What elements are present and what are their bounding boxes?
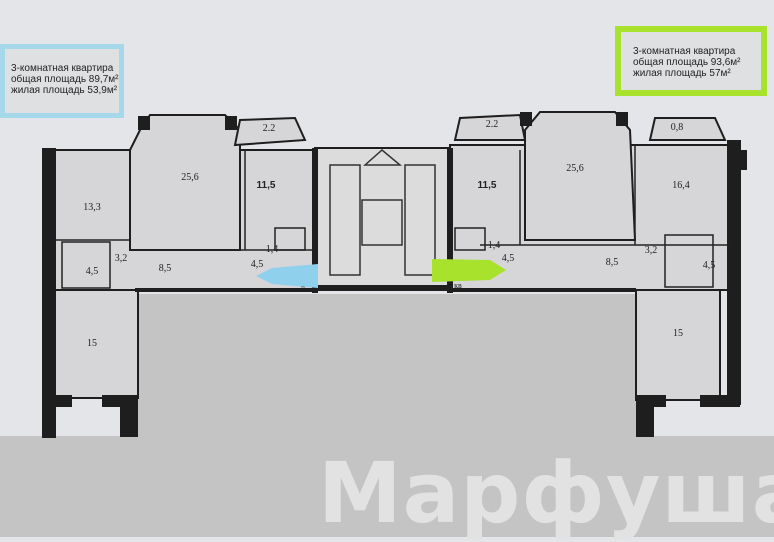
room-area: 4,5	[502, 253, 515, 264]
room-area: 11,5	[257, 180, 276, 191]
total-area: общая площадь 89,7м²	[11, 74, 119, 85]
room-area: 0,8	[671, 122, 684, 133]
rooms-left: 13,3 25,6 11,5 2.2 1,4 4,5 8,5 3,2 4,5 1…	[83, 123, 278, 349]
room-area: 15	[673, 328, 683, 339]
arrow-right-icon	[432, 259, 506, 282]
room-area: 4,5	[251, 259, 264, 270]
courtyard	[138, 294, 636, 436]
room-area: 11,5	[478, 180, 497, 191]
apartment-info-right: 3-комнатная квартира общая площадь 93,6м…	[615, 26, 767, 96]
room-area: 8,5	[159, 263, 172, 274]
stairwell	[329, 149, 436, 276]
room-area: 25,6	[566, 163, 584, 174]
living-area: жилая площадь 53,9м²	[11, 85, 118, 96]
watermark: Марфуша	[318, 444, 774, 542]
room-area: 2.2	[486, 119, 499, 130]
room-area: 1,4	[488, 240, 501, 251]
door-label-left: кв 7	[291, 285, 305, 294]
walls	[42, 112, 747, 438]
room-area: 2.2	[263, 123, 276, 134]
rooms-right: 2.2 11,5 25,6 0,8 16,4 1,4 4,5 8,5 3,2 4…	[478, 119, 716, 339]
living-area: жилая площадь 57м²	[633, 68, 731, 79]
room-area: 25,6	[181, 172, 199, 183]
room-area: 16,4	[672, 180, 690, 191]
arrow-left-icon	[256, 264, 318, 288]
apartment-title: 3-комнатная квартира	[11, 63, 114, 74]
room-area: 15	[87, 338, 97, 349]
apartment-title: 3-комнатная квартира	[633, 46, 736, 57]
room-area: 8,5	[606, 257, 619, 268]
apartment-info-left: 3-комнатная квартира общая площадь 89,7м…	[0, 44, 124, 118]
door-label-right: кв	[454, 281, 462, 290]
room-area: 3,2	[645, 245, 658, 256]
room-area: 1,4	[266, 244, 279, 255]
bottom-band	[0, 436, 774, 537]
total-area: общая площадь 93,6м²	[633, 57, 741, 68]
room-area: 4,5	[703, 260, 716, 271]
room-area: 3,2	[115, 253, 128, 264]
room-area: 13,3	[83, 202, 101, 213]
room-area: 4,5	[86, 266, 99, 277]
partitions	[55, 145, 730, 289]
